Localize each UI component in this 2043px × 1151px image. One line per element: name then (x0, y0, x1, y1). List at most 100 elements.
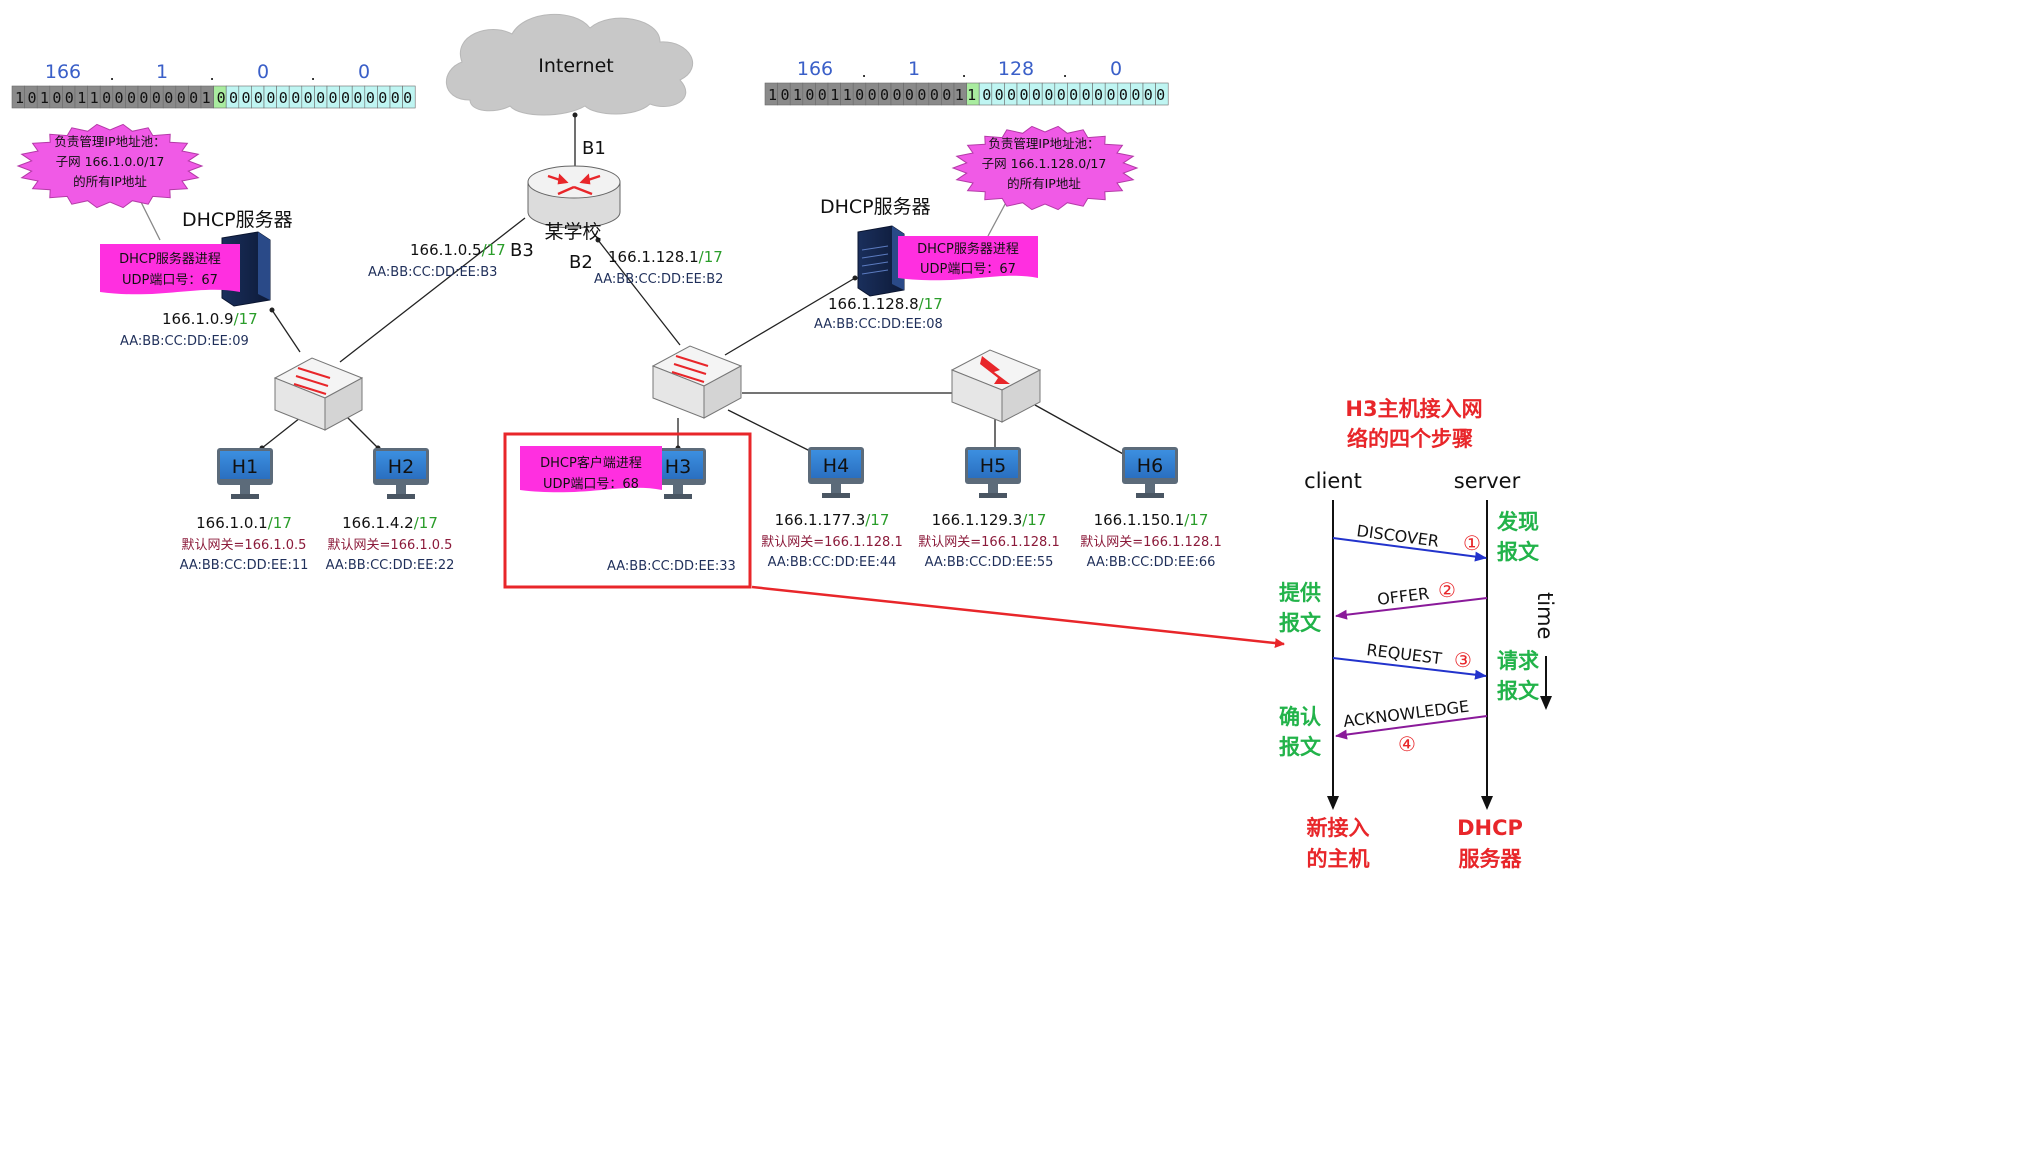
sequence-diagram: H3主机接入网 络的四个步骤 client server DISCOVER ① … (1279, 397, 1557, 871)
client-label: client (1304, 469, 1362, 493)
left-pool-line-2: 子网 166.1.0.0/17 (56, 154, 165, 169)
svg-text:.: . (961, 62, 966, 81)
right-server-mac: AA:BB:CC:DD:EE:08 (814, 317, 943, 332)
h3-highlight: DHCP客户端进程 UDP端口号：68 AA:BB:CC:DD:EE:33 (503, 432, 1285, 649)
h3-client-process-flag (520, 446, 662, 493)
switch-left[interactable] (273, 357, 364, 431)
monitor-icon (808, 447, 864, 498)
request-desc-2: 报文 (1497, 679, 1540, 703)
hosts: H1166.1.0.1/17默认网关=166.1.0.5AA:BB:CC:DD:… (180, 447, 1222, 573)
host-h1[interactable]: H1166.1.0.1/17默认网关=166.1.0.5AA:BB:CC:DD:… (180, 448, 309, 573)
right-server-port: UDP端口号：67 (920, 262, 1016, 277)
monitor-icon (373, 448, 429, 499)
link-switch-h1 (261, 417, 301, 449)
host-mac: AA:BB:CC:DD:EE:11 (180, 558, 309, 573)
acknowledge-num: ④ (1398, 732, 1416, 756)
discover-arrow (1332, 537, 1487, 562)
link-router-switch-right (597, 239, 681, 346)
right-bit-cell (1155, 82, 1169, 106)
host-ip: 166.1.177.3/17 (775, 511, 890, 529)
host-name: H2 (388, 456, 414, 478)
host-h2[interactable]: H2166.1.4.2/17默认网关=166.1.0.5AA:BB:CC:DD:… (326, 448, 455, 573)
server-label: server (1454, 469, 1521, 493)
right-server-icon (857, 225, 905, 297)
monitor-icon (965, 447, 1021, 498)
internet-label: Internet (538, 55, 613, 77)
left-octet-3: 0 (257, 61, 269, 83)
right-octet-3: 128 (998, 58, 1034, 80)
host-h4[interactable]: H4 166.1.177.3/17 默认网关=166.1.128.1AA:BB:CC… (761, 447, 903, 570)
host-name: H3 (665, 456, 691, 478)
link-note-server-left (139, 199, 161, 241)
acknowledge-desc-2: 报文 (1279, 735, 1322, 759)
acknowledge-arrow (1335, 715, 1488, 740)
link-server-left-switch (271, 309, 301, 353)
b2-mac: AA:BB:CC:DD:EE:B2 (594, 272, 723, 287)
h3-mac: AA:BB:CC:DD:EE:33 (607, 559, 736, 574)
right-bits-network: 10100110000000011 (768, 86, 976, 104)
request-arrow (1332, 657, 1487, 680)
right-server-ip: 166.1.128.8/17 (828, 295, 943, 313)
link-router-switch-left (339, 217, 526, 363)
host-name: H1 (232, 456, 258, 478)
host-h6[interactable]: H6166.1.150.1/17默认网关=166.1.128.1AA:BB:CC… (1080, 447, 1222, 570)
right-subnet-bits: 10100110000000011 000000000000000 (764, 82, 1169, 106)
host-gateway: 默认网关=166.1.128.1 (761, 534, 902, 550)
right-server-title: DHCP服务器 (820, 196, 931, 218)
left-server-process-flag (100, 244, 240, 295)
hub[interactable] (950, 349, 1042, 423)
link-switch-server-right (724, 277, 856, 356)
server-bottom-2: 服务器 (1459, 847, 1523, 871)
h3-client-process: DHCP客户端进程 (540, 455, 642, 471)
right-pool-line-3: 的所有IP地址 (1007, 176, 1081, 191)
right-dhcp-server[interactable]: DHCP服务器 DHCP服务器进程 UDP端口号：67 166.1.128.8/… (814, 196, 1038, 332)
left-octet-4: 0 (358, 61, 370, 83)
router-port-b1: B1 (582, 138, 606, 159)
svg-text:.: . (209, 65, 214, 84)
host-name: H6 (1137, 455, 1163, 477)
switch-right[interactable] (651, 345, 743, 419)
host-gateway: 默认网关=166.1.0.5 (182, 537, 307, 553)
b3-address: 166.1.0.5/17 AA:BB:CC:DD:EE:B3 (368, 241, 506, 280)
router[interactable]: 某学校 B1 B2 B3 (510, 138, 621, 273)
h3-client-port: UDP端口号：68 (543, 477, 639, 492)
diagram-svg: Internet 某学校 B1 B2 B3 166.1.0.5/17 AA:BB… (11, 13, 1557, 871)
left-server-port: UDP端口号：67 (122, 273, 218, 288)
right-pool-note: 负责管理IP地址池： 子网 166.1.128.0/17 的所有IP地址 (951, 125, 1139, 211)
right-pool-burst (951, 125, 1139, 211)
dhcp-network-diagram: { "internet": {"label": "Internet"}, "ro… (11, 13, 1557, 871)
left-server-title: DHCP服务器 (182, 209, 293, 231)
router-label: 某学校 (544, 221, 601, 243)
discover-desc-2: 报文 (1497, 540, 1540, 564)
left-dhcp-server[interactable]: DHCP服务器 DHCP服务器进程 UDP端口号：67 166.1.0.9/17… (100, 209, 293, 349)
right-octet-4: 0 (1110, 58, 1122, 80)
right-bits-host: 000000000000000 (982, 86, 1165, 104)
b3-ip: 166.1.0.5/17 (410, 241, 506, 259)
host-ip: 166.1.4.2/17 (342, 514, 438, 532)
left-pool-note: 负责管理IP地址池： 子网 166.1.0.0/17 的所有IP地址 (16, 123, 204, 209)
sequence-title-line-2: 络的四个步骤 (1347, 427, 1473, 451)
router-port-b3: B3 (510, 240, 534, 261)
host-name: H4 (823, 455, 849, 477)
b2-address: 166.1.128.1/17 AA:BB:CC:DD:EE:B2 (594, 248, 723, 287)
sequence-title-line-1: H3主机接入网 (1345, 397, 1482, 421)
right-octet-1: 166 (797, 58, 833, 80)
internet-cloud: Internet (446, 13, 693, 116)
right-server-process-flag (898, 236, 1038, 281)
host-mac: AA:BB:CC:DD:EE:44 (768, 555, 897, 570)
offer-desc-1: 提供 (1279, 581, 1321, 605)
left-octet-2: 1 (156, 61, 168, 83)
right-octet-2: 1 (908, 58, 920, 80)
switch-right-arrows-icon (671, 355, 709, 383)
host-h5[interactable]: H5166.1.129.3/17默认网关=166.1.128.1AA:BB:CC… (918, 447, 1060, 570)
request-num: ③ (1454, 648, 1472, 672)
left-server-ip: 166.1.0.9/17 (162, 310, 258, 328)
b2-ip: 166.1.128.1/17 (608, 248, 723, 266)
right-server-process: DHCP服务器进程 (917, 241, 1019, 257)
host-mac: AA:BB:CC:DD:EE:55 (925, 555, 1054, 570)
discover-desc-1: 发现 (1496, 510, 1539, 534)
switch-left-arrows-icon (293, 367, 331, 395)
right-subnet-octets: 166 . 1 . 128 . 0 (797, 58, 1122, 81)
acknowledge-desc-1: 确认 (1279, 705, 1321, 729)
left-bit-cell (402, 85, 416, 109)
